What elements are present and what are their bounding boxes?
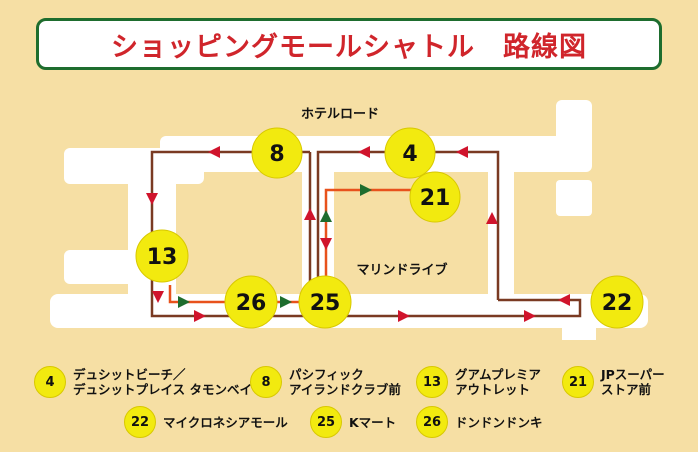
arrow-red — [524, 310, 536, 322]
route-arrows — [146, 146, 570, 322]
arrow-green — [178, 296, 190, 308]
arrow-red — [194, 310, 206, 322]
arrow-green — [360, 184, 372, 196]
stop-25[interactable]: 25 — [298, 275, 352, 329]
arrow-red — [152, 291, 164, 303]
road-hotel — [160, 136, 592, 172]
road-right-stub — [556, 180, 592, 216]
stop-25-label: 25 — [310, 291, 341, 316]
title-box: ショッピングモールシャトル 路線図 — [36, 18, 662, 70]
route-line-orange — [168, 188, 412, 304]
arrow-red — [208, 146, 220, 158]
arrow-green — [280, 296, 292, 308]
stop-8-label: 8 — [269, 142, 284, 167]
stop-26[interactable]: 26 — [224, 275, 278, 329]
stop-13[interactable]: 13 — [135, 229, 189, 283]
route-line-right — [498, 298, 582, 318]
stop-22-label: 22 — [602, 291, 633, 316]
stop-4-label: 4 — [402, 142, 417, 167]
arrow-red — [558, 294, 570, 306]
stops: 8 4 21 13 26 25 22 — [135, 127, 644, 329]
road-right-vertical — [488, 140, 514, 326]
stop-13-label: 13 — [147, 245, 178, 270]
stop-22[interactable]: 22 — [590, 275, 644, 329]
road-left-stub — [64, 250, 144, 284]
arrow-green — [320, 210, 332, 222]
road-label-marine: マリンドライブ — [356, 262, 447, 278]
stop-21-label: 21 — [420, 186, 451, 211]
map-title: ショッピングモールシャトル 路線図 — [111, 31, 587, 63]
arrow-red — [486, 212, 498, 224]
arrow-red — [456, 146, 468, 158]
arrow-red — [320, 238, 332, 250]
stop-8[interactable]: 8 — [251, 127, 303, 179]
arrow-red — [398, 310, 410, 322]
stop-26-label: 26 — [236, 291, 267, 316]
road-label-hotel: ホテルロード — [301, 107, 379, 122]
arrow-red — [304, 208, 316, 220]
stop-4[interactable]: 4 — [384, 127, 436, 179]
route-lines — [150, 150, 582, 318]
road-bottom-right-stub — [562, 316, 596, 340]
arrow-red — [146, 193, 158, 205]
road-top-right — [556, 100, 592, 164]
arrow-red — [358, 146, 370, 158]
stop-21[interactable]: 21 — [409, 171, 461, 223]
